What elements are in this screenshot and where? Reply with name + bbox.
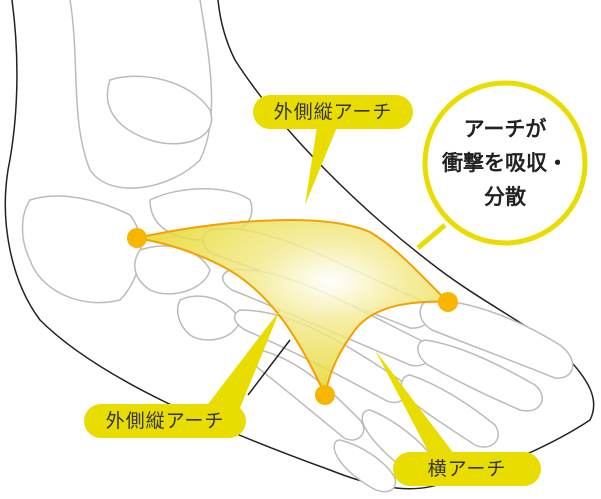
bubble-tail: [416, 223, 447, 250]
bubble-line-3: 分散: [484, 185, 526, 209]
bubble-text: アーチが 衝撃を吸収・ 分散: [440, 112, 570, 214]
label-top-lateral-arch: 外側縦アーチ: [253, 95, 413, 129]
arch-point-little-toe: [438, 292, 458, 312]
pointer-bottom-left: [205, 310, 280, 408]
label-bottom-lateral-arch: 外側縦アーチ: [84, 404, 246, 438]
pointer-top: [305, 120, 340, 205]
bubble-line-1: アーチが: [463, 117, 547, 141]
arch-point-big-toe: [315, 385, 335, 405]
pointer-bottom-right: [375, 350, 455, 455]
pointer-bottom-left-line: [247, 339, 291, 396]
label-transverse-arch: 横アーチ: [393, 452, 541, 486]
bubble-circle: [422, 80, 588, 246]
arch-point-heel: [127, 228, 147, 248]
arch-area: [136, 219, 451, 399]
bubble-line-2: 衝撃を吸収・: [442, 151, 568, 175]
